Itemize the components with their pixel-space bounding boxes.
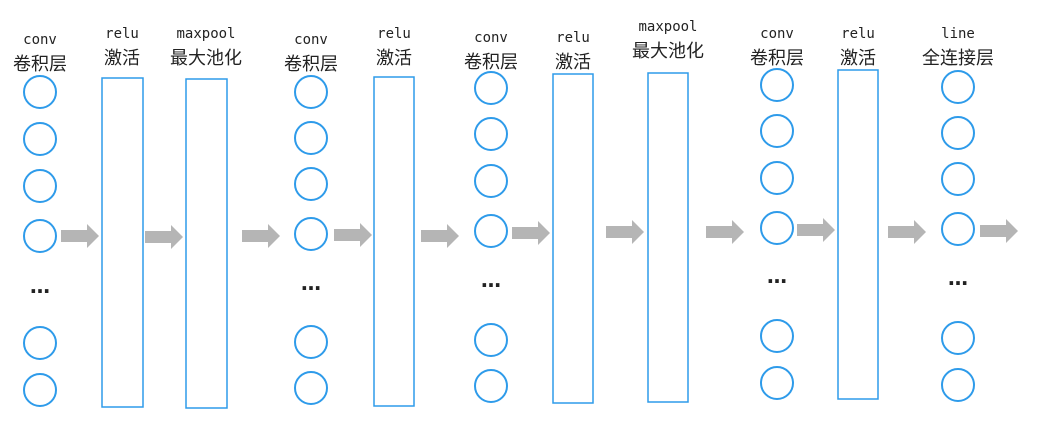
- layer-name-label: 最大池化: [632, 41, 704, 62]
- neuron-node: [23, 169, 57, 203]
- right-arrow-icon: [61, 224, 99, 248]
- neuron-node: [941, 162, 975, 196]
- neuron-node: [23, 326, 57, 360]
- layer-code-label: relu: [841, 26, 875, 42]
- neuron-node: [474, 214, 508, 248]
- layer-name-label: 激活: [376, 48, 412, 69]
- layer-name-label: 卷积层: [13, 54, 67, 75]
- layer-11-line: line 全连接层 …: [922, 26, 994, 402]
- layer-7-relu: relu 激活: [552, 30, 594, 404]
- neuron-node: [474, 369, 508, 403]
- layer-name-label: 全连接层: [922, 48, 994, 69]
- right-arrow-icon: [242, 224, 280, 248]
- layer-block: [837, 69, 879, 400]
- layer-name-label: 激活: [555, 52, 591, 73]
- layer-block: [101, 77, 144, 408]
- neuron-node: [941, 321, 975, 355]
- neuron-node: [294, 217, 328, 251]
- neuron-node: [23, 373, 57, 407]
- neuron-node: [760, 211, 794, 245]
- neuron-node: [941, 368, 975, 402]
- layer-2-relu: relu 激活: [101, 26, 144, 408]
- layer-10-relu: relu 激活: [837, 26, 879, 400]
- right-arrow-icon: [888, 220, 926, 244]
- neuron-node: [941, 70, 975, 104]
- layer-block: [373, 76, 415, 407]
- arrows-group: [61, 218, 1018, 249]
- layer-5-relu: relu 激活: [373, 26, 415, 407]
- layer-block: [552, 73, 594, 404]
- neuron-node: [294, 325, 328, 359]
- right-arrow-icon: [334, 223, 372, 247]
- layer-code-label: conv: [474, 30, 508, 46]
- ellipsis-label: …: [301, 271, 321, 295]
- neuron-node: [760, 114, 794, 148]
- neuron-node: [941, 116, 975, 150]
- neuron-node: [760, 366, 794, 400]
- neuron-node: [294, 167, 328, 201]
- right-arrow-icon: [797, 218, 835, 242]
- neuron-node: [474, 117, 508, 151]
- right-arrow-icon: [706, 220, 744, 244]
- neuron-node: [474, 71, 508, 105]
- neuron-node: [760, 161, 794, 195]
- layer-name-label: 激活: [104, 48, 140, 69]
- neuron-node: [474, 323, 508, 357]
- neuron-node: [474, 164, 508, 198]
- layer-name-label: 最大池化: [170, 48, 242, 69]
- right-arrow-icon: [421, 224, 459, 248]
- neuron-node: [23, 219, 57, 253]
- neuron-node: [23, 75, 57, 109]
- ellipsis-label: …: [481, 268, 501, 292]
- neuron-node: [760, 68, 794, 102]
- layer-name-label: 卷积层: [750, 48, 804, 69]
- layer-8-maxpool: maxpool 最大池化: [632, 19, 704, 403]
- right-arrow-icon: [606, 220, 644, 244]
- right-arrow-icon: [145, 225, 183, 249]
- neuron-node: [941, 212, 975, 246]
- layer-code-label: relu: [556, 30, 590, 46]
- layer-block: [647, 72, 689, 403]
- layer-code-label: relu: [105, 26, 139, 42]
- ellipsis-label: …: [948, 266, 968, 290]
- layer-code-label: relu: [377, 26, 411, 42]
- neuron-node: [760, 319, 794, 353]
- layer-code-label: conv: [23, 32, 57, 48]
- layer-code-label: maxpool: [638, 19, 697, 35]
- layer-block: [185, 78, 228, 409]
- layer-name-label: 激活: [840, 48, 876, 69]
- layer-code-label: conv: [760, 26, 794, 42]
- neuron-node: [294, 75, 328, 109]
- right-arrow-icon: [512, 221, 550, 245]
- layer-1-conv: conv 卷积层 …: [13, 32, 67, 407]
- layer-code-label: conv: [294, 32, 328, 48]
- layer-code-label: maxpool: [176, 26, 235, 42]
- neuron-node: [294, 371, 328, 405]
- layer-6-conv: conv 卷积层 …: [464, 30, 518, 403]
- ellipsis-label: …: [30, 274, 50, 298]
- layer-code-label: line: [941, 26, 975, 42]
- neuron-node: [294, 121, 328, 155]
- layer-4-conv: conv 卷积层 …: [284, 32, 338, 405]
- layer-9-conv: conv 卷积层 …: [750, 26, 804, 400]
- neuron-node: [23, 122, 57, 156]
- right-arrow-icon: [980, 219, 1018, 243]
- layer-name-label: 卷积层: [284, 54, 338, 75]
- ellipsis-label: …: [767, 264, 787, 288]
- layer-name-label: 卷积层: [464, 52, 518, 73]
- layers-group: conv 卷积层 … relu 激活 maxpool 最大池化 conv 卷积层 … relu 激活 c…: [13, 19, 994, 409]
- layer-3-maxpool: maxpool 最大池化: [170, 26, 242, 409]
